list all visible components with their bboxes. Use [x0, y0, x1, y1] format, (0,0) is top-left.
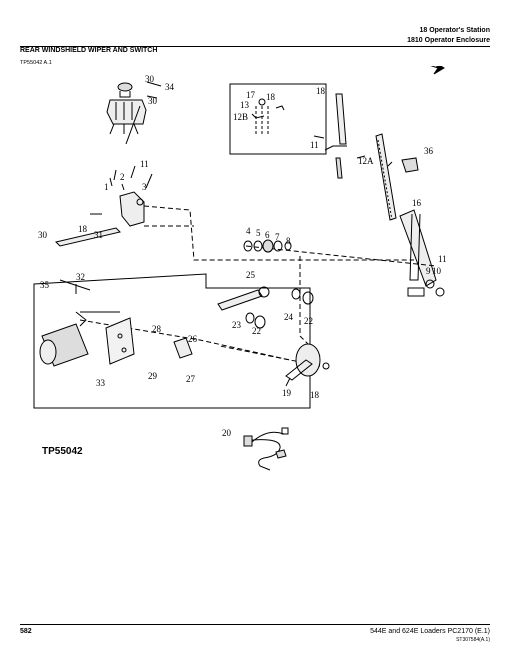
motor-cap-assembly — [106, 82, 147, 135]
wiper-exploded-diagram: 30 34 30 17 13 12B 18 18 11 12A 36 11 2 … — [33, 66, 447, 471]
callout-28: 28 — [152, 324, 162, 334]
motor-enclosure-box — [33, 273, 311, 409]
callout-17: 16 — [412, 198, 422, 208]
callout-30-left: 30 — [38, 230, 48, 240]
callout-8: 8 — [286, 236, 291, 246]
callout-25: 26 — [188, 334, 198, 344]
callout-4: 4 — [246, 226, 251, 236]
callout-11-top: 11 — [140, 159, 149, 169]
callout-33: 33 — [96, 378, 106, 388]
footer-code: ST307584(A.1) — [456, 637, 490, 643]
figure-ref-large: TP55042 — [42, 446, 83, 457]
callout-18-left: 18 — [78, 224, 88, 234]
callout-27: 29 — [148, 371, 158, 381]
callout-20: 20 — [222, 428, 232, 438]
callout-21: 18 — [316, 86, 326, 96]
callout-29: 30 — [145, 74, 155, 84]
callout-24: 25 — [246, 270, 256, 280]
callout-30-top: 30 — [148, 96, 158, 106]
fastener-row — [243, 239, 292, 253]
callout-31: 31 — [94, 230, 103, 240]
motor-bracket — [119, 191, 145, 227]
top-rule — [20, 46, 490, 47]
footer-title: 544E and 624E Loaders PC2170 (E.1) — [370, 628, 490, 635]
callout-2: 2 — [120, 172, 125, 182]
callout-12b: 12A — [358, 156, 374, 166]
callout-32: 32 — [76, 272, 85, 282]
figure-ref-small: TP55042 A.1 — [20, 60, 52, 66]
callout-12a: 11 — [310, 140, 319, 150]
pivot-plate — [285, 343, 321, 387]
direction-arrow-icon — [430, 66, 445, 75]
callout-36: 36 — [424, 146, 434, 156]
header-section-line: 18 Operator's Station — [419, 27, 490, 34]
header-group-line: 1810 Operator Enclosure — [407, 37, 490, 44]
callout-16: 18 — [266, 92, 276, 102]
callout-22-right: 22 — [304, 316, 313, 326]
switch-plate-box — [229, 83, 327, 155]
bottom-rule — [20, 624, 490, 625]
callout-15: 17 — [246, 90, 256, 100]
callout-10: 10 — [432, 266, 442, 276]
page-number: 582 — [20, 628, 32, 635]
wiper-arm-assembly-17 — [399, 209, 437, 297]
callout-14: 13 — [240, 100, 250, 110]
callout-3: 3 — [142, 182, 147, 192]
callout-26: 27 — [186, 374, 196, 384]
callout-22-left: 22 — [252, 326, 261, 336]
callout-6: 6 — [265, 230, 270, 240]
section-title: REAR WINDSHIELD WIPER AND SWITCH — [20, 47, 158, 54]
callout-23-right: 24 — [284, 312, 294, 322]
wiper-arm-12a — [324, 93, 347, 179]
callout-19: 19 — [282, 388, 292, 398]
callout-5: 5 — [256, 228, 261, 238]
callout-9: 9 — [426, 266, 431, 276]
wiper-blade-12b — [375, 133, 397, 221]
callout-23-left: 23 — [232, 320, 242, 330]
callout-7: 7 — [275, 232, 280, 242]
wiring-harness — [243, 427, 289, 471]
callout-34: 34 — [165, 82, 175, 92]
callout-11-right: 11 — [438, 254, 447, 264]
callout-13: 12B — [233, 112, 248, 122]
wiper-motor — [39, 311, 120, 367]
callout-1: 1 — [104, 182, 109, 192]
callout-35: 35 — [40, 280, 50, 290]
callout-18-right: 18 — [310, 390, 320, 400]
